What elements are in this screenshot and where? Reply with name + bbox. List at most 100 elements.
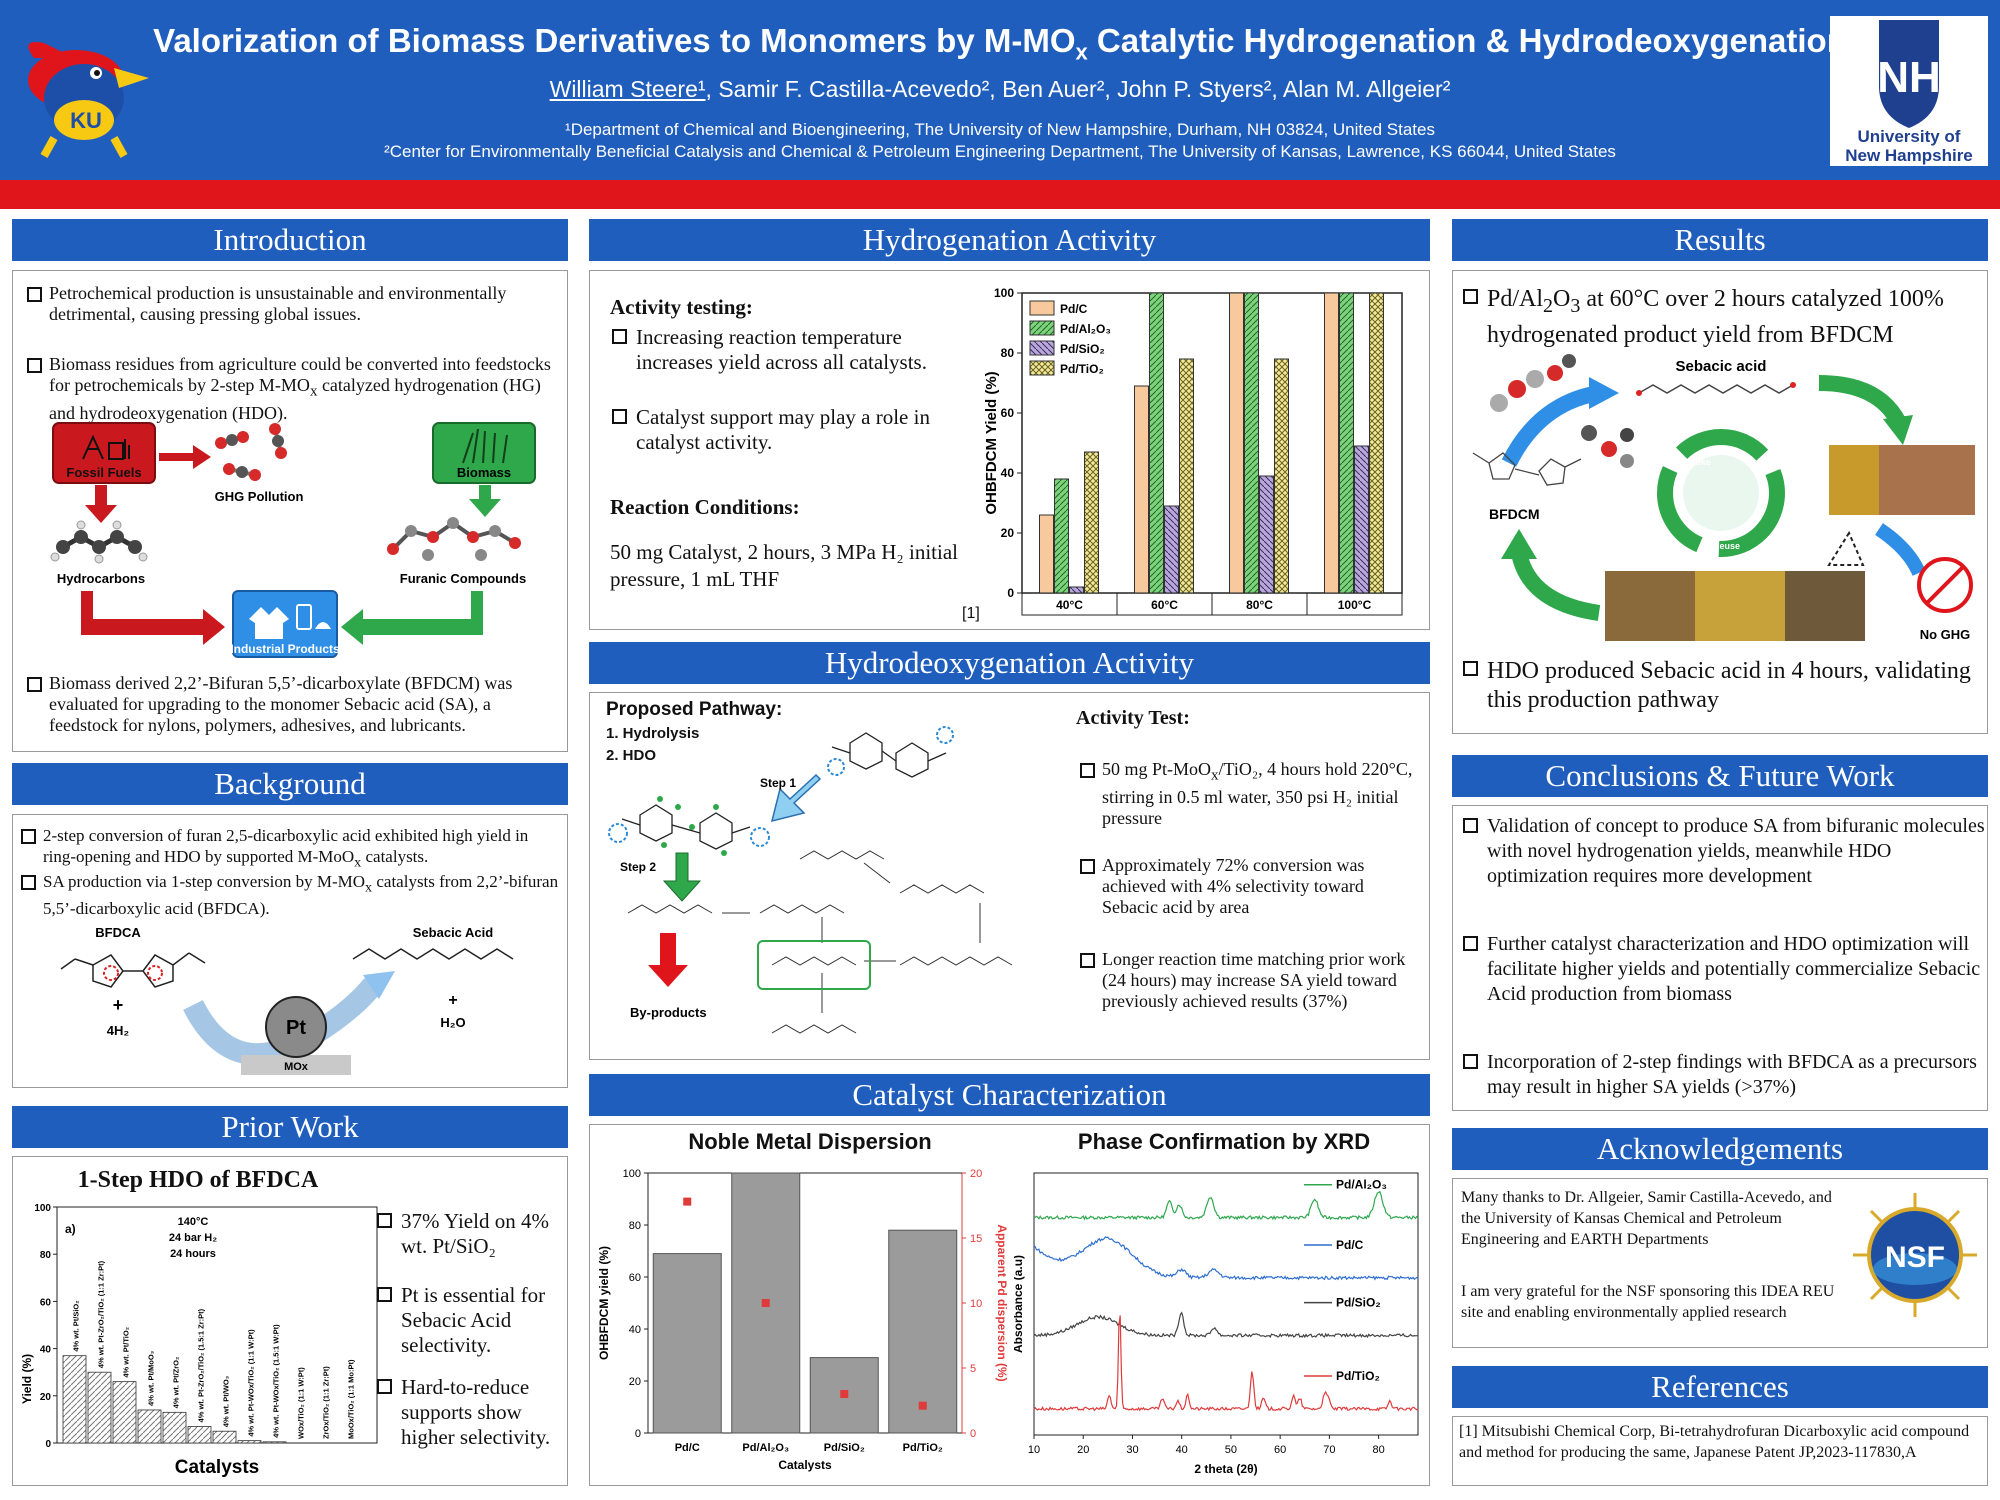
hydro-legend-label: Pd/Al₂O₃ [1060, 322, 1111, 336]
prior-bar [137, 1409, 162, 1444]
unh-logo: NH University of New Hampshire [1830, 16, 1988, 166]
intro-bullet-3: Biomass derived 2,2’-Bifuran 5,5’-dicarb… [21, 673, 561, 736]
bfdca-structure [60, 952, 206, 988]
hdo-bullet-1: 50 mg Pt-MoOx/TiO₂, 4 hours hold 220°C, … [1074, 759, 1424, 829]
results-heading: Results [1452, 219, 1988, 261]
prior-bar [262, 1441, 287, 1444]
prior-bar-label: 4% wt. Pt/SiO₂ [72, 1300, 81, 1351]
xrd-xtick-label: 10 [1028, 1444, 1040, 1456]
hydro-category-label: 60°C [1151, 598, 1178, 612]
hydro-bar [1259, 475, 1274, 594]
disp-point [761, 1299, 770, 1307]
unh-logo-line1: University of [1858, 127, 1961, 146]
prior-bullet-2: Pt is essential for Sebacic Acid selecti… [371, 1283, 571, 1358]
introduction-heading: Introduction [12, 219, 568, 261]
results-bullet-1: Pd/Al2O3 at 60°C over 2 hours catalyzed … [1457, 285, 1985, 350]
bfdcm-hydrogenated-structure [831, 732, 947, 778]
prior-bar-label: WOx/TiO₂ (1:1 W:Pt) [297, 1367, 306, 1439]
xrd-xtick-label: 70 [1323, 1444, 1335, 1456]
biomass-photo-2 [1695, 571, 1785, 641]
hydrogenation-reference: [1] [962, 605, 980, 622]
disp-ylabel: OHBFDCM yield (%) [597, 1246, 611, 1360]
introduction-panel: Petrochemical production is unsustainabl… [12, 270, 568, 752]
hydro-category-label: 40°C [1056, 598, 1083, 612]
unh-logo-line2: New Hampshire [1845, 146, 1973, 165]
disp-point [840, 1390, 849, 1398]
product-photo [1879, 445, 1975, 515]
reference-1: [1] Mitsubishi Chemical Corp, Bi-tetrahy… [1459, 1423, 1970, 1461]
background-heading: Background [12, 763, 568, 805]
prior-chart-title: 1-Step HDO of BFDCA [77, 1167, 319, 1193]
xrd-legend-label: Pd/SiO₂ [1336, 1296, 1381, 1310]
step1-label: Step 1 [760, 776, 796, 790]
prior-bar-label: 4% wt. Pt/WO₃ [222, 1375, 231, 1427]
disp-ytick-label: 40 [629, 1324, 641, 1336]
cycle-make-label: Make [1745, 457, 1768, 467]
hydro-ytick-label: 80 [1001, 346, 1015, 360]
hydro-bar [1149, 292, 1164, 594]
xrd-series-line [1033, 1236, 1419, 1281]
hdo-panel: Proposed Pathway: 1. Hydrolysis 2. HDO S… [589, 692, 1430, 1060]
xrd-title: Phase Confirmation by XRD [1077, 1129, 1371, 1154]
prior-bullet-1: 37% Yield on 4% wt. Pt/SiO₂ [371, 1209, 571, 1259]
disp-category-label: Pd/Al₂O₃ [742, 1442, 789, 1454]
hydro-ylabel: OHBFDCM Yield (%) [983, 371, 1000, 514]
author-1: William Steere¹ [549, 76, 706, 102]
disp-ytick-label: 20 [629, 1376, 641, 1388]
furanic-molecule-icon [387, 517, 521, 561]
disp-bar [888, 1229, 958, 1434]
catalyst-molecule-icon [1490, 354, 1634, 468]
prior-bar [62, 1355, 87, 1444]
results-bullet-2: HDO produced Sebacic acid in 4 hours, va… [1457, 657, 1985, 715]
activity-test-title: Activity Test: [1076, 707, 1190, 729]
disp-y2tick-label: 5 [970, 1363, 976, 1375]
hydro-bar [1164, 505, 1179, 594]
no-ghg-label: No GHG [1920, 627, 1971, 642]
xrd-xtick-label: 80 [1372, 1444, 1384, 1456]
prior-ytick-label: 60 [40, 1297, 52, 1308]
hdo-heading: Hydrodeoxygenation Activity [589, 642, 1430, 684]
furanic-compounds-label: Furanic Compounds [400, 571, 526, 586]
prior-bar [187, 1426, 212, 1444]
xrd-xtick-label: 30 [1126, 1444, 1138, 1456]
disp-ytick-label: 80 [629, 1220, 641, 1232]
prior-condition: 24 hours [170, 1248, 216, 1260]
ack-text-2: I am very grateful for the NSF sponsorin… [1461, 1283, 1835, 1321]
hydro-bar [1324, 292, 1339, 594]
prior-bar-label: MoOx/TiO₂ (1:1 Mo:Pt) [347, 1359, 356, 1439]
bfdcm-structure [1472, 452, 1582, 486]
prior-bar [162, 1411, 187, 1444]
prior-ytick-label: 40 [40, 1345, 52, 1356]
nsf-logo-text: NSF [1885, 1241, 1945, 1274]
disp-point [683, 1197, 692, 1206]
hydro-bar [1179, 358, 1194, 594]
hydro-legend-label: Pd/TiO₂ [1060, 362, 1104, 376]
hydro-bar [1229, 292, 1244, 594]
plus-sign-1: + [113, 995, 124, 1015]
hydro-bar [1244, 292, 1259, 594]
disp-y2tick-label: 15 [970, 1233, 982, 1245]
disp-xlabel: Catalysts [778, 1458, 832, 1472]
references-panel: [1] Mitsubishi Chemical Corp, Bi-tetrahy… [1452, 1416, 1988, 1486]
xrd-plot-frame [1033, 1172, 1419, 1436]
background-panel: 2-step conversion of furan 2,5-dicarboxy… [12, 814, 568, 1088]
hydro-category-label: 80°C [1246, 598, 1273, 612]
disp-category-label: Pd/SiO₂ [824, 1442, 865, 1454]
prior-ytick-label: 80 [40, 1250, 52, 1261]
cycle-take-label: Take [1691, 457, 1711, 467]
hydro-bar [1339, 292, 1354, 594]
disp-y2tick-label: 0 [970, 1428, 976, 1440]
hydro-ytick-label: 100 [994, 286, 1014, 300]
references-heading: References [1452, 1366, 1988, 1408]
hydrocarbon-molecule-icon [50, 520, 148, 564]
results-bfdcm-label: BFDCM [1489, 506, 1540, 522]
conclusion-bullet-1: Validation of concept to produce SA from… [1457, 814, 1985, 889]
biomass-photo-3 [1785, 571, 1865, 641]
sebacic-acid-structure [352, 948, 514, 960]
hydro-ytick-label: 20 [1001, 526, 1015, 540]
hydro-legend-swatch [1029, 300, 1055, 316]
prior-bar-label: 4% wt. Pt-ZrO₂/TiO₂ (1.5:1 Zr:Pt) [197, 1308, 206, 1422]
